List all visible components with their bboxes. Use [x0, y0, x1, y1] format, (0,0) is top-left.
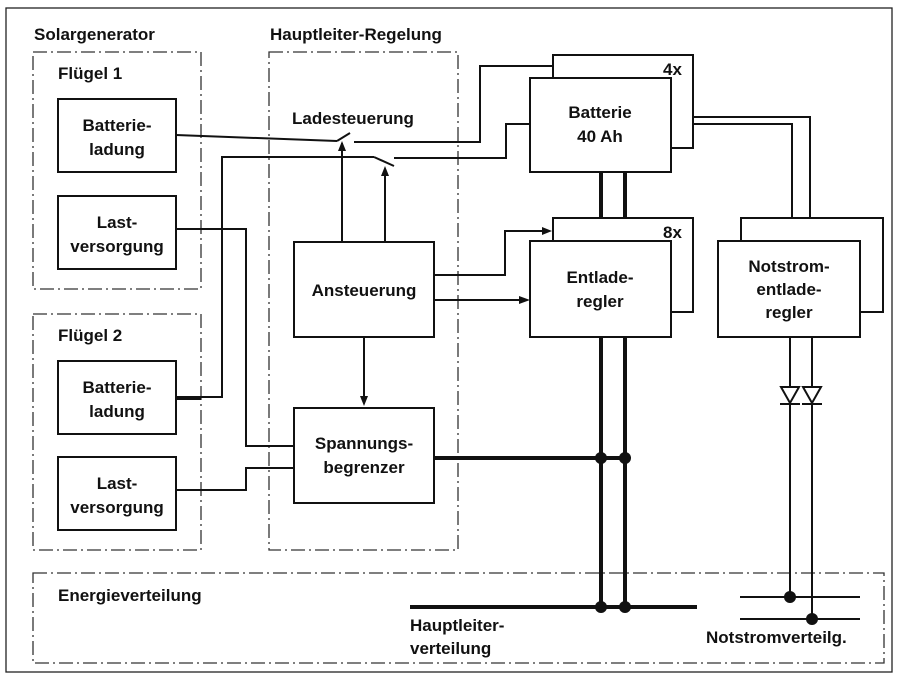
- wing2-group: [32, 313, 202, 551]
- limiter-line1: Spannungs-: [315, 434, 413, 453]
- main-bus-label-line1: Hauptleiter-: [410, 616, 504, 635]
- main-control-title: Hauptleiter-Regelung: [270, 25, 442, 44]
- discharge-line2: regler: [576, 292, 624, 311]
- emergency-bus-label: Notstromverteilg.: [706, 628, 847, 647]
- w1-charge-line1: Batterie-: [83, 116, 152, 135]
- control-label: Ansteuerung: [312, 281, 417, 300]
- main-bus-label-line2: verteilung: [410, 639, 491, 658]
- distribution-group: [32, 572, 885, 664]
- w2-load-block: [57, 456, 177, 531]
- limiter-line2: begrenzer: [323, 458, 405, 477]
- discharge-count: 8x: [663, 223, 682, 242]
- w1-battery-charge-block: [57, 98, 177, 173]
- emergency-line1: Notstrom-: [748, 257, 829, 276]
- w2-charge-line1: Batterie-: [83, 378, 152, 397]
- solar-title: Solargenerator: [34, 25, 155, 44]
- battery-count: 4x: [663, 60, 682, 79]
- diode-pair: [779, 386, 823, 406]
- junction-dots: [595, 452, 818, 625]
- control-block: [293, 241, 435, 338]
- w2-battery-charge-block: [57, 360, 177, 435]
- wing1-group: [32, 51, 202, 290]
- discharge-regulator-block: [529, 240, 672, 338]
- battery-block: [529, 77, 672, 173]
- emergency-regulator-block: [717, 240, 861, 338]
- battery-line2: 40 Ah: [577, 127, 623, 146]
- w1-load-line2: versorgung: [70, 237, 164, 256]
- w1-load-block: [57, 195, 177, 270]
- wing2-title: Flügel 2: [58, 326, 122, 345]
- wing1-title: Flügel 1: [58, 64, 122, 83]
- w1-charge-line2: ladung: [89, 140, 145, 159]
- discharge-line1: Entlade-: [566, 268, 633, 287]
- wiring: [175, 65, 860, 620]
- distribution-title: Energieverteilung: [58, 586, 202, 605]
- battery-line1: Batterie: [568, 103, 631, 122]
- outer-frame: [5, 7, 893, 673]
- w1-load-line1: Last-: [97, 213, 138, 232]
- emergency-line3: regler: [765, 303, 813, 322]
- voltage-limiter-block: [293, 407, 435, 504]
- w2-charge-line2: ladung: [89, 402, 145, 421]
- main-bus-lines: [176, 173, 697, 609]
- w2-load-line2: versorgung: [70, 498, 164, 517]
- emergency-line2: entlade-: [756, 280, 821, 299]
- charge-control-label: Ladesteuerung: [292, 109, 414, 128]
- w2-load-line1: Last-: [97, 474, 138, 493]
